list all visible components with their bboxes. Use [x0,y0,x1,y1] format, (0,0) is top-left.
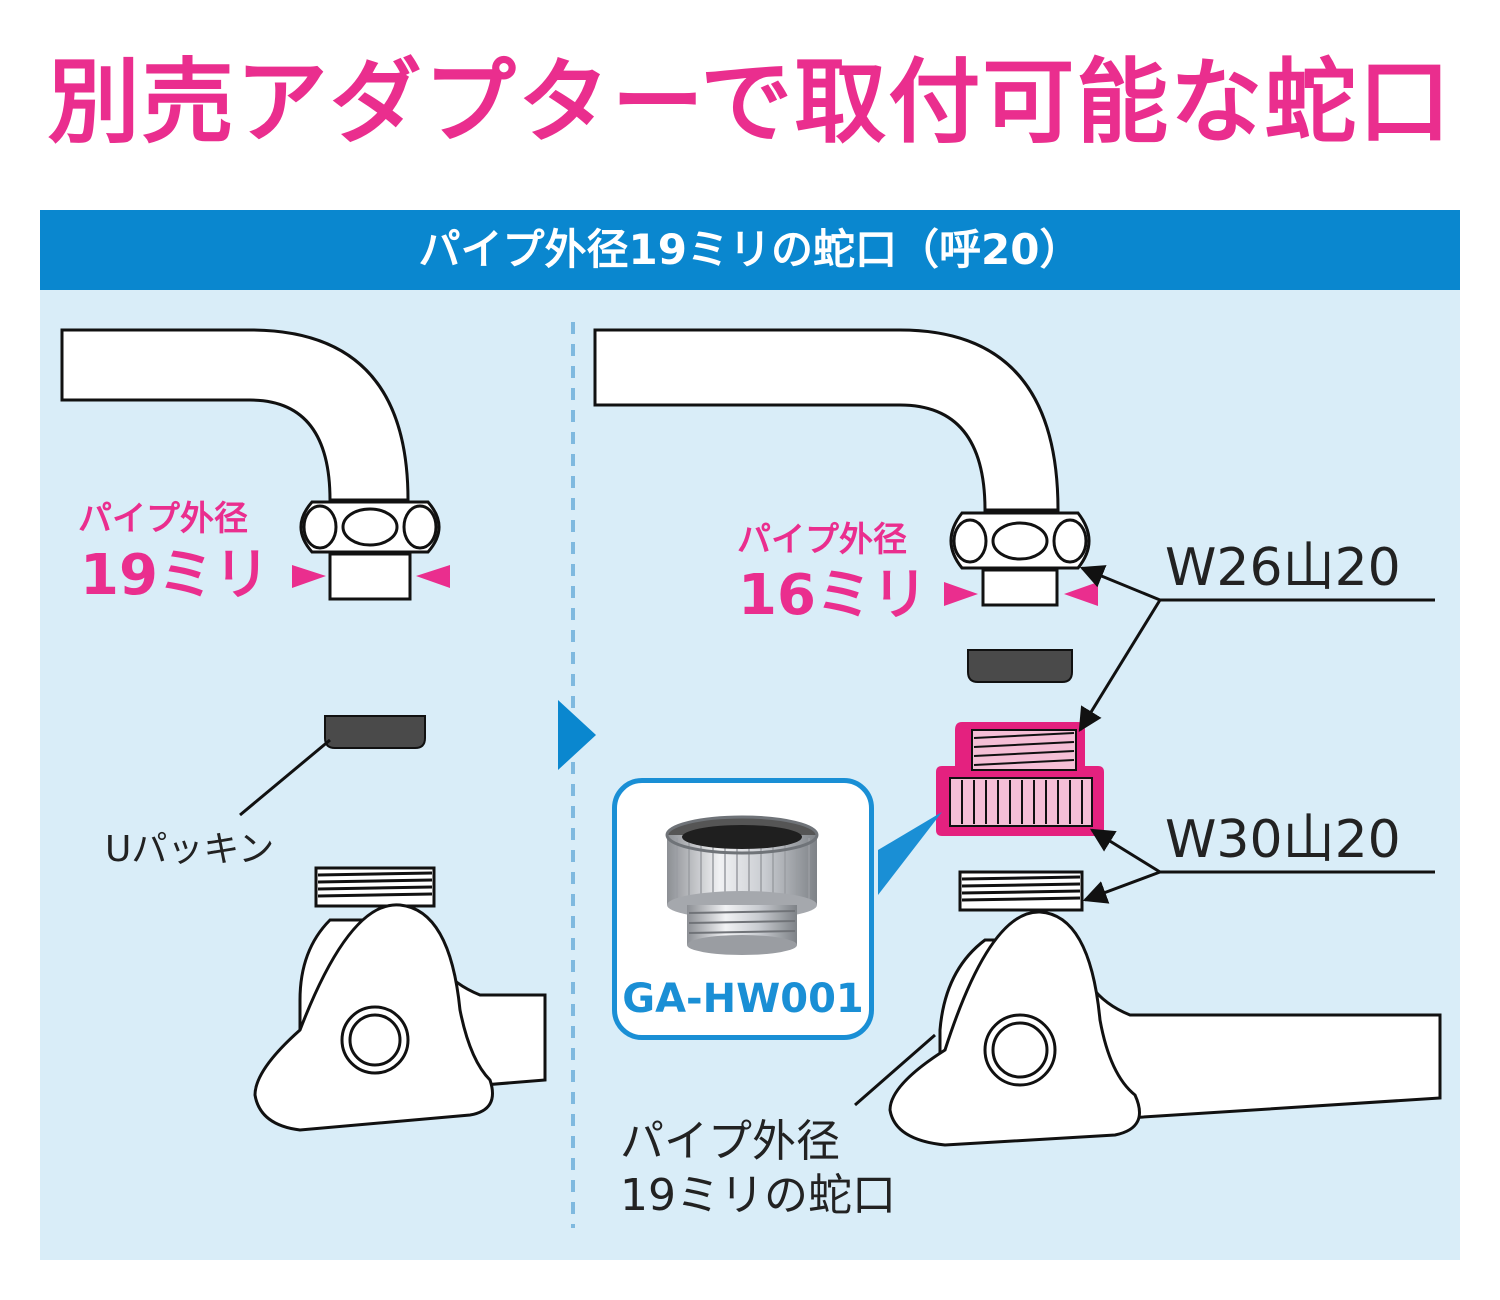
left-pipe-label: パイプ外径 [78,499,248,539]
leader-w30-to-adapter [1089,828,1161,874]
left-packing-leader [239,738,331,817]
right-pipe-neck [981,568,1059,607]
left-dim-arrow-left [292,565,326,588]
leader-w26-to-adapter [1078,599,1162,733]
left-pipe-size: 19ミリ [80,543,270,608]
left-spout [60,328,410,502]
page-title: 別売アダプターで取付可能な蛇口 [47,49,1453,156]
right-pipe-size: 16ミリ [738,563,928,628]
product-model: GA-HW001 [622,976,864,1022]
right-faucet [593,328,1091,607]
section-banner: パイプ外径19ミリの蛇口（呼20） [40,210,1460,290]
callout-pointer [878,812,942,895]
thread-label-w26: W26山20 [1165,538,1401,598]
right-spout [593,328,1060,512]
right-u-packing [967,649,1073,683]
faucet-label-line1: パイプ外径 [620,1116,840,1167]
thread-label-w30: W30山20 [1165,810,1401,870]
left-packing-label: Uパッキン [105,829,275,870]
arrow-right-icon [558,700,596,770]
leader-faucet-label [854,1033,936,1107]
right-faucet-base [888,870,1442,1147]
product-callout: GA-HW001 [612,778,874,1040]
right-pipe-label: パイプ外径 [737,520,907,560]
left-pipe-neck [328,552,412,601]
left-dim-arrow-right [416,565,450,588]
leader-w30-to-base [1082,870,1161,904]
faucet-label-line2: 19ミリの蛇口 [620,1170,896,1221]
right-dim-arrow-right [1064,582,1098,606]
right-dim-arrow-left [944,582,978,606]
left-u-packing [324,715,426,749]
left-faucet-base [253,866,547,1132]
left-faucet [60,328,441,601]
adapter-photo [665,815,819,955]
adapter-part [936,722,1104,836]
leader-w26-to-nut [1079,565,1161,602]
